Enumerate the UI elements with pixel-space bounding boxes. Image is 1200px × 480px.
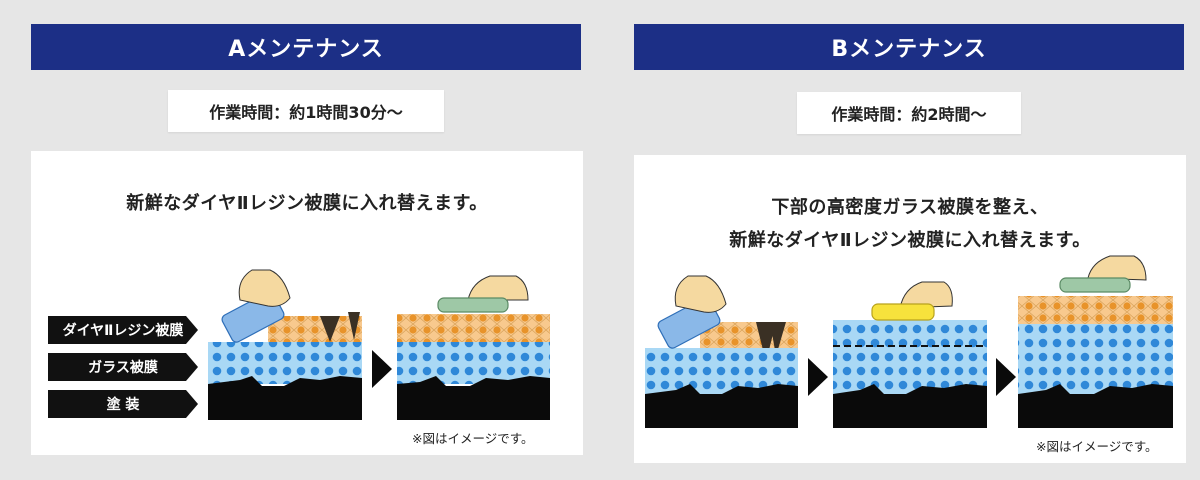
hand-sponge-icon (221, 269, 291, 343)
hand-green-pad-icon (1059, 255, 1147, 293)
resin-layer (268, 316, 362, 342)
contamination (320, 316, 340, 342)
resin-layer (1018, 296, 1173, 324)
hand-green-pad-icon (437, 275, 529, 313)
paint-layer (645, 384, 798, 428)
b-stage-3-diagram (1018, 255, 1173, 428)
section-a-description-line: 新鮮なダイヤⅡレジン被膜に入れ替えます。 (126, 193, 488, 214)
layer-label-resin: ダイヤⅡレジン被膜 (48, 316, 198, 344)
section-b-note: ※図はイメージです。 (1036, 439, 1158, 454)
b-stage-2-diagram (833, 281, 987, 428)
section-a-note: ※図はイメージです。 (412, 431, 534, 446)
paint-layer (1018, 384, 1173, 428)
a-stage-2-diagram (397, 275, 550, 420)
glass-layer (833, 320, 987, 394)
glass-layer (1018, 324, 1173, 394)
a-stage-1-diagram (208, 269, 362, 420)
contamination (348, 312, 360, 340)
arrow-right-icon (996, 358, 1016, 396)
paint-layer (833, 384, 987, 428)
hand-sponge-icon (657, 275, 727, 349)
contamination (756, 322, 776, 362)
section-b-description: 下部の高密度ガラス被膜を整え、 新鮮なダイヤⅡレジン被膜に入れ替えます。 (634, 191, 1186, 257)
section-a-description: 新鮮なダイヤⅡレジン被膜に入れ替えます。 (31, 189, 583, 215)
b-stage-1-diagram (645, 275, 798, 428)
section-a-title: Aメンテナンス (31, 24, 581, 70)
layer-label-paint: 塗 装 (48, 390, 198, 418)
section-b-description-line-1: 下部の高密度ガラス被膜を整え、 (771, 197, 1049, 218)
layer-label-glass: ガラス被膜 (48, 353, 198, 381)
paint-layer (397, 376, 550, 420)
arrow-right-icon (808, 358, 828, 396)
resin-layer (397, 314, 550, 342)
section-b-time: 作業時間：約2時間〜 (797, 92, 1021, 134)
section-b-title: Bメンテナンス (634, 24, 1184, 70)
hand-yellow-pad-icon (871, 281, 953, 321)
arrow-right-icon (372, 350, 392, 388)
section-a-time: 作業時間：約1時間30分〜 (168, 90, 444, 132)
section-b-description-line-2: 新鮮なダイヤⅡレジン被膜に入れ替えます。 (729, 230, 1091, 251)
contamination (770, 322, 786, 356)
paint-layer (208, 376, 362, 420)
